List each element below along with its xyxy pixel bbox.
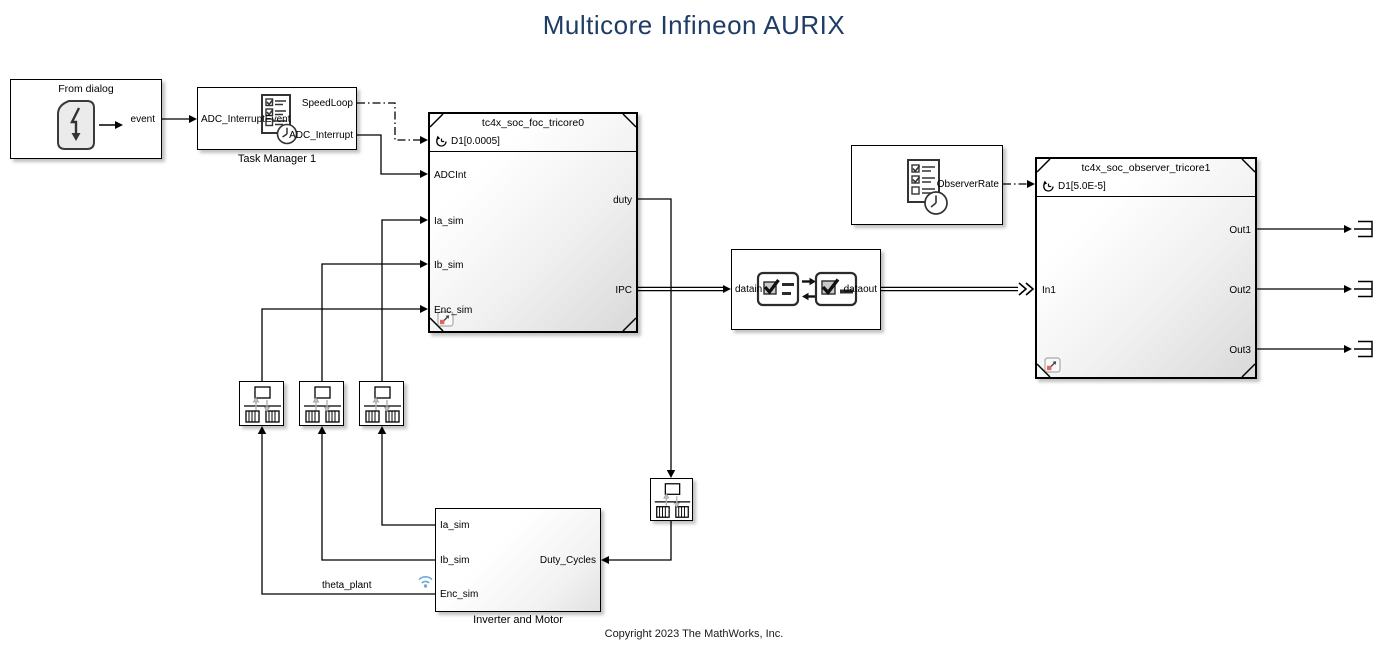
rate-transition-icon xyxy=(654,483,691,518)
from-dialog-title: From dialog xyxy=(58,83,114,95)
foc-header-separator xyxy=(430,151,636,152)
inverter-motor-caption: Inverter and Motor xyxy=(473,614,563,626)
signal-streaming-icon[interactable] xyxy=(417,574,434,589)
foc-title: tc4x_soc_foc_tricore0 xyxy=(481,117,585,129)
from-dialog-block[interactable]: From dialog event xyxy=(10,79,162,159)
foc-model-block[interactable]: tc4x_soc_foc_tricore0 D1[0.0005] ADCInt … xyxy=(428,112,638,333)
observer-out1: Out1 xyxy=(1229,225,1251,236)
foc-in-ia: Ia_sim xyxy=(434,216,464,227)
ipc-out-label: dataout xyxy=(843,284,877,295)
event-output-label: event xyxy=(130,114,155,125)
model-badge-icon xyxy=(437,311,454,327)
bus-chevrons-in1 xyxy=(1018,282,1035,296)
tm-input-label: ADC_InterruptEvent xyxy=(201,114,291,125)
foc-out-ipc: IPC xyxy=(615,285,632,296)
rate-transition-block-3[interactable] xyxy=(359,381,404,426)
tm-speedloop-label: SpeedLoop xyxy=(301,98,353,109)
inverter-out-ib: Ib_sim xyxy=(440,555,470,566)
diagram-title: Multicore Infineon AURIX xyxy=(542,10,846,40)
observer-rate-block[interactable]: ObserverRate xyxy=(851,145,1003,225)
output-sink-icons xyxy=(1354,220,1373,358)
observer-trigger-label: D1[5.0E-5] xyxy=(1058,181,1106,192)
ipc-in-label: datain xyxy=(735,284,763,295)
rate-transition-icon xyxy=(244,386,281,423)
rate-transition-icon xyxy=(304,386,341,423)
inverter-out-ia: Ia_sim xyxy=(440,520,470,531)
task-manager-icon xyxy=(261,94,298,145)
rate-transition-block-2[interactable] xyxy=(299,381,344,426)
observer-model-block[interactable]: tc4x_soc_observer_tricore1 D1[5.0E-5] In… xyxy=(1035,157,1257,379)
observer-out3: Out3 xyxy=(1229,345,1251,356)
task-manager-caption: Task Manager 1 xyxy=(237,153,317,165)
observer-rate-out-label: ObserverRate xyxy=(936,179,999,190)
copyright-annotation: Copyright 2023 The MathWorks, Inc. xyxy=(604,628,784,640)
periodic-trigger-clock-icon xyxy=(436,135,447,147)
ipc-transfer-block[interactable]: datain dataout xyxy=(731,249,881,330)
model-badge-icon xyxy=(1044,357,1061,373)
observer-out2: Out2 xyxy=(1229,285,1251,296)
signal-label-theta-plant[interactable]: theta_plant xyxy=(322,580,372,591)
foc-out-duty: duty xyxy=(613,195,632,206)
task-manager-block[interactable]: ADC_InterruptEvent SpeedLoop ADC_Interru… xyxy=(197,87,357,150)
rate-transition-icon xyxy=(364,386,401,423)
inverter-out-enc: Enc_sim xyxy=(440,589,479,600)
observer-in1: In1 xyxy=(1042,285,1056,296)
speedloop-event-wire xyxy=(357,102,421,141)
inverter-in-duty: Duty_Cycles xyxy=(539,555,596,566)
data-transfer-icon xyxy=(756,271,858,307)
foc-in-enc: Enc_sim xyxy=(434,305,473,316)
periodic-trigger-clock-icon xyxy=(1043,180,1054,192)
observer-rate-icon xyxy=(907,159,948,215)
event-source-icon xyxy=(57,100,123,150)
rate-transition-block-1[interactable] xyxy=(239,381,284,426)
observer-title: tc4x_soc_observer_tricore1 xyxy=(1081,162,1211,174)
foc-in-adcint: ADCInt xyxy=(434,170,467,181)
foc-in-ib: Ib_sim xyxy=(434,260,464,271)
rate-transition-block-4[interactable] xyxy=(650,478,693,521)
inverter-motor-block[interactable]: Ia_sim Ib_sim Enc_sim Duty_Cycles xyxy=(435,508,601,612)
tm-adcinterrupt-label: ADC_Interrupt xyxy=(289,130,353,141)
foc-trigger-label: D1[0.0005] xyxy=(451,136,500,147)
observer-header-separator xyxy=(1037,196,1255,197)
